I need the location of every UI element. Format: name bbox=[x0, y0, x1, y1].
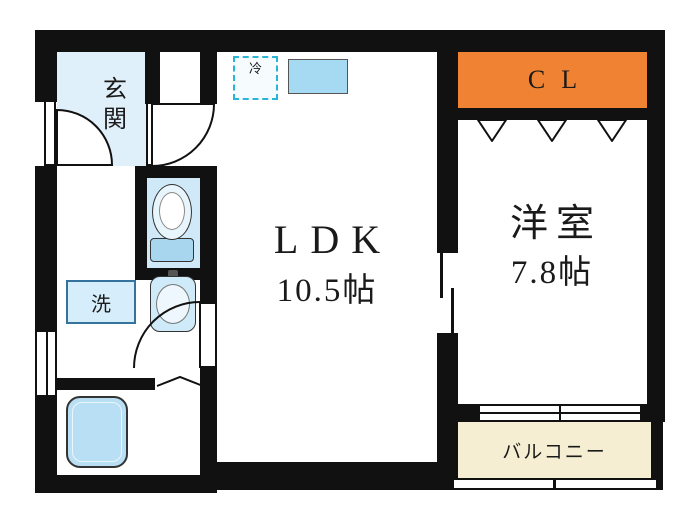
outer-wall-left-lower bbox=[35, 397, 57, 493]
balcony-wall-right bbox=[651, 422, 663, 490]
outer-wall-right bbox=[647, 30, 665, 422]
toilet-wall-west bbox=[135, 166, 147, 280]
closet-label: CL bbox=[527, 65, 594, 94]
entrance-door-leaf bbox=[44, 100, 56, 166]
ldk-size-label: 10.5帖 bbox=[276, 273, 378, 309]
refrigerator-box bbox=[233, 56, 278, 100]
outer-wall-left-middle bbox=[35, 166, 57, 330]
balcony-label: バルコニー bbox=[502, 441, 607, 463]
balcony-sliding-window bbox=[478, 404, 642, 422]
entrance-door-swing-arc bbox=[56, 108, 114, 166]
kitchen-counter bbox=[288, 59, 348, 94]
hanger-pipe-icon bbox=[537, 119, 567, 142]
ldk-west-wall-upper bbox=[200, 52, 217, 104]
balcony-wall-top-left bbox=[458, 404, 478, 422]
sliding-door-panel-a bbox=[440, 253, 443, 298]
refrigerator-label: 冷 bbox=[248, 60, 262, 76]
balcony-wall-top-right bbox=[642, 404, 647, 422]
closet-area bbox=[458, 52, 647, 108]
ldk-label: LDK bbox=[273, 216, 393, 262]
sink-faucet bbox=[168, 270, 178, 280]
hall-door-swing-arc bbox=[151, 103, 216, 168]
bathtub-inner-line bbox=[72, 402, 122, 462]
washing-machine-label: 洗 bbox=[91, 293, 111, 316]
western-room-size-label: 7.8帖 bbox=[510, 255, 594, 291]
bathtub-icon bbox=[66, 396, 128, 468]
window-frame-line bbox=[46, 332, 48, 395]
outer-wall-bottom-ldk bbox=[200, 462, 458, 490]
washing-machine-box bbox=[66, 280, 136, 324]
ldk-east-wall-upper bbox=[437, 52, 458, 253]
toilet-wall-top bbox=[140, 166, 217, 178]
western-room-label: 洋室 bbox=[509, 202, 602, 245]
balcony-floor bbox=[458, 422, 651, 478]
bathroom-wall-top bbox=[35, 378, 155, 390]
outer-wall-left-upper bbox=[35, 30, 57, 102]
closet-wall-bottom bbox=[458, 108, 647, 120]
window-left-wall bbox=[35, 330, 57, 397]
toilet-seat-inner bbox=[159, 192, 185, 230]
washroom-door-swing-arc bbox=[133, 301, 201, 369]
hanger-pipe-icon bbox=[477, 119, 507, 142]
balcony-handrail-tick bbox=[553, 478, 556, 490]
hanger-pipe-icon bbox=[597, 119, 627, 142]
ldk-east-wall-lower bbox=[437, 333, 458, 490]
washroom-door-leaf bbox=[199, 302, 217, 368]
ldk-west-wall-lower bbox=[200, 368, 217, 475]
entrance-label: 玄関 bbox=[98, 76, 125, 136]
entrance-stub-wall bbox=[145, 52, 160, 104]
outer-wall-bottom-left bbox=[35, 475, 217, 493]
outer-wall-top bbox=[35, 30, 665, 52]
sliding-door-panel-b bbox=[451, 288, 454, 333]
window-center-tick bbox=[559, 406, 561, 420]
bathroom-folding-door bbox=[156, 375, 204, 387]
